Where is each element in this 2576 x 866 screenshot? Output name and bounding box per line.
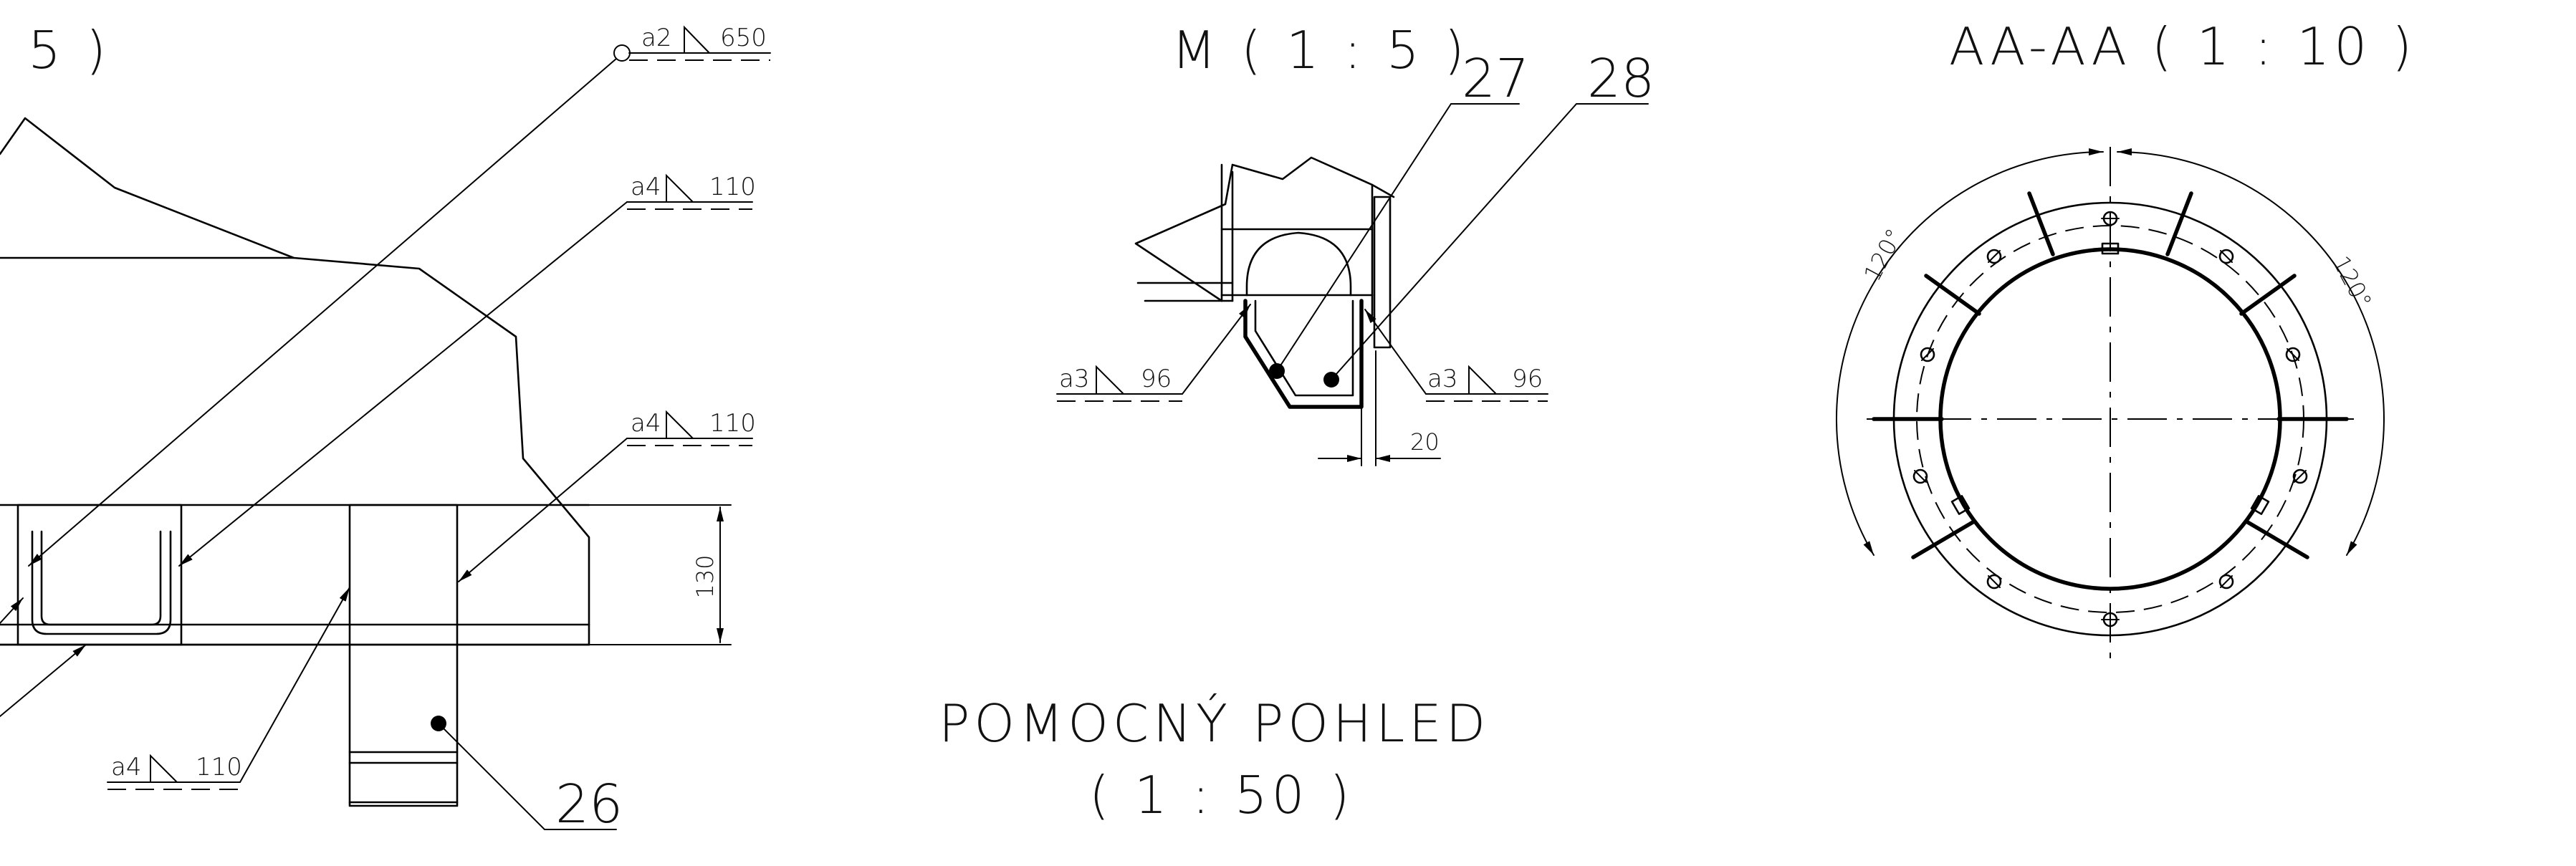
- u-channel-inner: [40, 530, 162, 626]
- detail-m-view: M ( 1 : 5 ) 20 a3 96 a3 96: [1056, 20, 1655, 466]
- weld-w1-size: a2: [641, 24, 671, 52]
- weld-w3-size: a4: [631, 409, 661, 438]
- weld-w6-length: 96: [1512, 365, 1543, 393]
- aux-title-line1: POMOCNÝ POHLED: [939, 693, 1490, 754]
- part-28-leader: [1331, 103, 1649, 380]
- m-bracket-outer: [1243, 299, 1364, 409]
- cropped-leader-upper: [0, 597, 24, 624]
- weld-w4-length: 110: [196, 753, 242, 781]
- left-view: : 5 ) 130 a2 650 a4 110: [0, 20, 771, 835]
- weld-w3-leader: [458, 438, 628, 582]
- part-27-leader: [1276, 103, 1520, 372]
- weld-w4-fillet: [150, 754, 178, 783]
- part-26-label: 26: [555, 774, 623, 835]
- aux-view: POMOCNÝ POHLED ( 1 : 50 ): [939, 693, 1490, 825]
- weld-w2-length: 110: [709, 173, 756, 201]
- part-26-leader: [438, 723, 617, 830]
- aa-angle-right-text: 120°: [2327, 251, 2378, 313]
- weld-w6-leader: [1364, 309, 1427, 395]
- weld-w4-leader: [239, 587, 350, 783]
- m-break-outline: [1134, 156, 1395, 302]
- left-break-outline: [0, 117, 590, 646]
- weld-w6-fillet: [1468, 365, 1497, 395]
- m-right-plate: [1373, 196, 1392, 349]
- m-bracket-inner: [1254, 299, 1354, 397]
- aa-angle-arc-right: [2117, 148, 2385, 556]
- dim-130-text: 130: [691, 554, 719, 598]
- aa-angle-left-text: 120°: [1859, 224, 1909, 286]
- section-aa-view: AA-AA ( 1 : 10 ): [1836, 16, 2416, 663]
- detail-m-title: M ( 1 : 5 ): [1172, 20, 1469, 80]
- m-dim-20-text: 20: [1410, 428, 1440, 456]
- weld-w1-fillet: [684, 25, 710, 54]
- aa-angle-arc-left: [1836, 148, 2104, 556]
- weld-w5-size: a3: [1059, 365, 1089, 393]
- weld-w1-leader: [28, 58, 617, 567]
- weld-w5-leader: [1182, 304, 1251, 395]
- weld-w6-size: a3: [1427, 365, 1457, 393]
- part-28-label: 28: [1587, 48, 1655, 110]
- section-aa-title: AA-AA ( 1 : 10 ): [1949, 16, 2416, 77]
- weld-w3-length: 110: [709, 409, 756, 438]
- cropped-leader-lower: [0, 644, 87, 717]
- left-view-title: : 5 ): [0, 20, 110, 80]
- weld-w2-fillet: [666, 173, 694, 203]
- part-27-label: 27: [1462, 48, 1529, 110]
- weld-w3-fillet: [666, 410, 694, 439]
- u-channel-outer: [31, 530, 172, 635]
- weld-w5-fillet: [1096, 365, 1124, 395]
- weld-w2-size: a4: [631, 173, 661, 201]
- weld-w1-length: 650: [720, 24, 767, 52]
- column-body: [348, 504, 459, 807]
- weld-w5-length: 96: [1141, 365, 1172, 393]
- weld-w4-size: a4: [111, 753, 141, 781]
- m-arch: [1245, 231, 1352, 297]
- weld-w2-leader: [178, 201, 628, 567]
- aux-title-line2: ( 1 : 50 ): [1089, 765, 1354, 825]
